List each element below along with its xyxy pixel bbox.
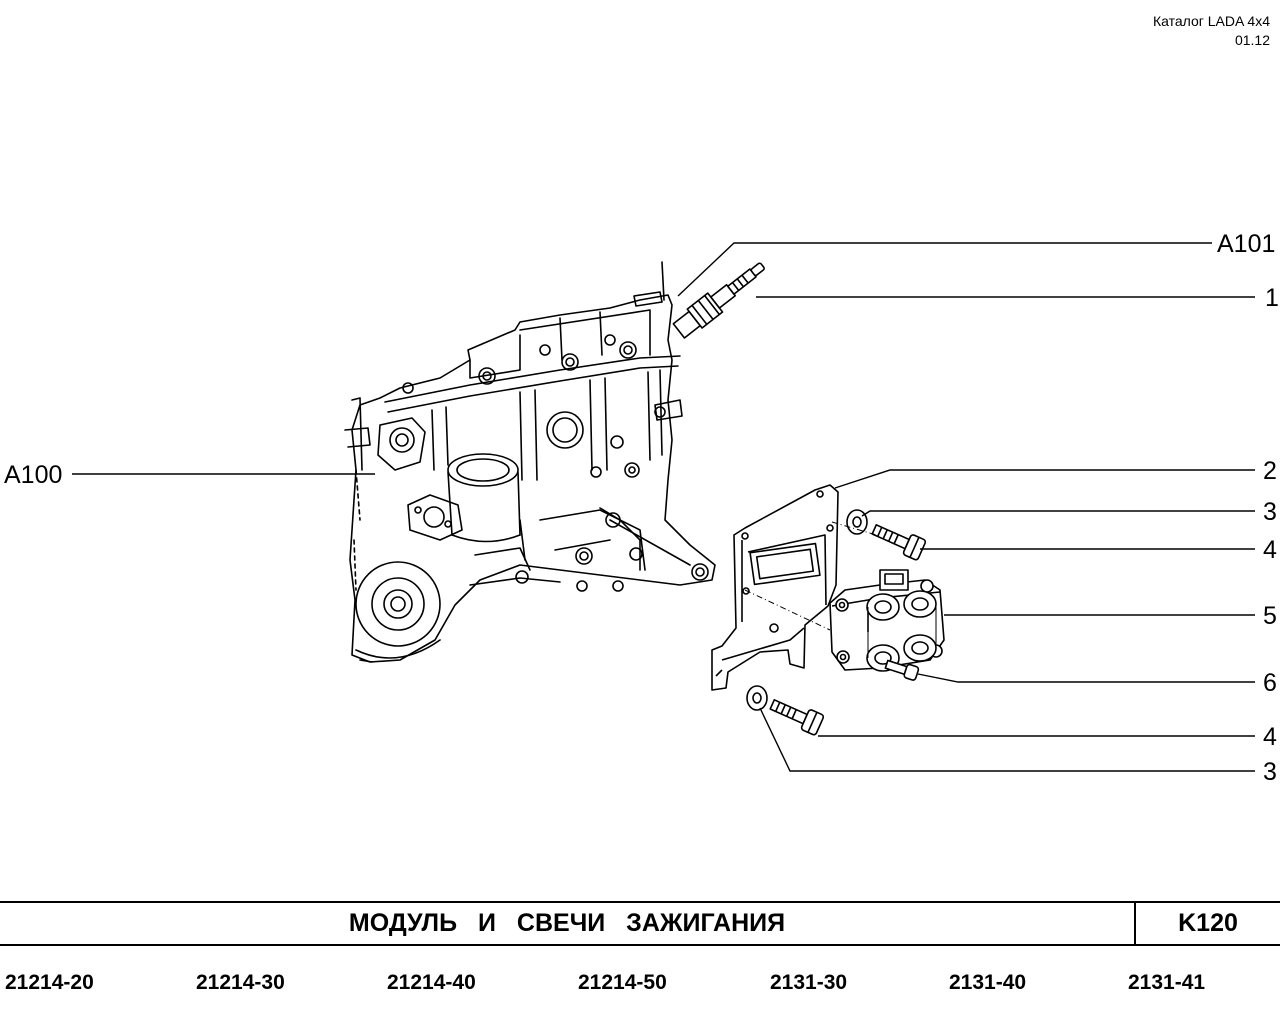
callout-labels: A101 1 A100 2 3 4 5 6 4 3 [4,230,1279,786]
leader-3-lower [759,707,1255,772]
page-title: МОДУЛЬ И СВЕЧИ ЗАЖИГАНИЯ [348,909,786,937]
washer-upper-drawing [846,509,868,535]
callout-a100: A100 [4,461,62,489]
model-code: 21214-20 [5,971,94,994]
bolt-lower-drawing [769,699,825,736]
washer-lower-drawing [746,685,768,711]
callout-3-lower: 3 [1263,758,1277,786]
leader-6 [917,673,1255,683]
callout-2: 2 [1263,457,1277,485]
leader-a101 [677,242,1212,297]
callout-5: 5 [1263,602,1277,630]
model-code: 21214-40 [387,971,476,994]
model-code: 2131-41 [1128,971,1206,994]
model-code: 21214-50 [578,971,667,994]
footer-divider [1134,902,1136,945]
exploded-parts-diagram: A101 1 A100 2 3 4 5 6 4 3 [4,230,1279,786]
screw-drawing [884,659,920,681]
engine-block-drawing [344,261,716,663]
ignition-module-drawing [829,569,945,672]
callout-3-upper: 3 [1263,498,1277,526]
model-code: 21214-30 [196,971,285,994]
callout-1: 1 [1265,284,1279,312]
callout-6: 6 [1263,669,1277,697]
leader-2 [834,469,1255,489]
page-code: K120 [1178,909,1238,937]
model-code: 2131-40 [949,971,1027,994]
callout-4-upper: 4 [1263,536,1277,564]
bolt-upper-drawing [871,524,927,561]
center-lines [744,521,881,631]
leader-lines [72,242,1255,772]
footer-top-rule [0,901,1280,903]
model-code: 2131-30 [770,971,848,994]
catalog-date: 01.12 [1234,32,1270,48]
spark-plug-drawing [672,262,765,339]
catalog-name: Каталог LADA 4x4 [1152,13,1270,29]
bracket-drawing [711,484,839,691]
callout-4-lower: 4 [1263,723,1277,751]
callout-a101: A101 [1217,230,1275,258]
leader-3-upper [861,510,1255,517]
footer-middle-rule [0,944,1280,946]
